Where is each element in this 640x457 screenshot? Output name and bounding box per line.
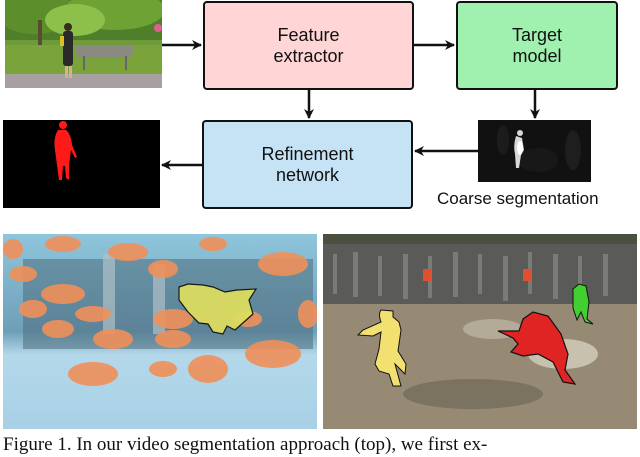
refinement-network-box: Refinement network: [202, 120, 413, 209]
target-model-label: Target model: [511, 24, 563, 66]
coarse-segmentation-label: Coarse segmentation: [437, 189, 599, 208]
input-image: [5, 0, 162, 88]
target-model-box: Target model: [456, 1, 618, 90]
coarse-segmentation-image: [478, 120, 591, 182]
diagram-arrows: [161, 40, 540, 170]
output-mask-image: [3, 120, 160, 208]
feature-extractor-box: Feature extractor: [203, 1, 414, 90]
feature-extractor-label: Feature extractor: [273, 24, 344, 66]
refinement-network-label: Refinement network: [261, 143, 354, 185]
figure-caption: Figure 1. In our video segmentation appr…: [3, 434, 488, 455]
example-goldfish-image: [3, 234, 317, 429]
example-bull-run-image: [323, 234, 637, 429]
